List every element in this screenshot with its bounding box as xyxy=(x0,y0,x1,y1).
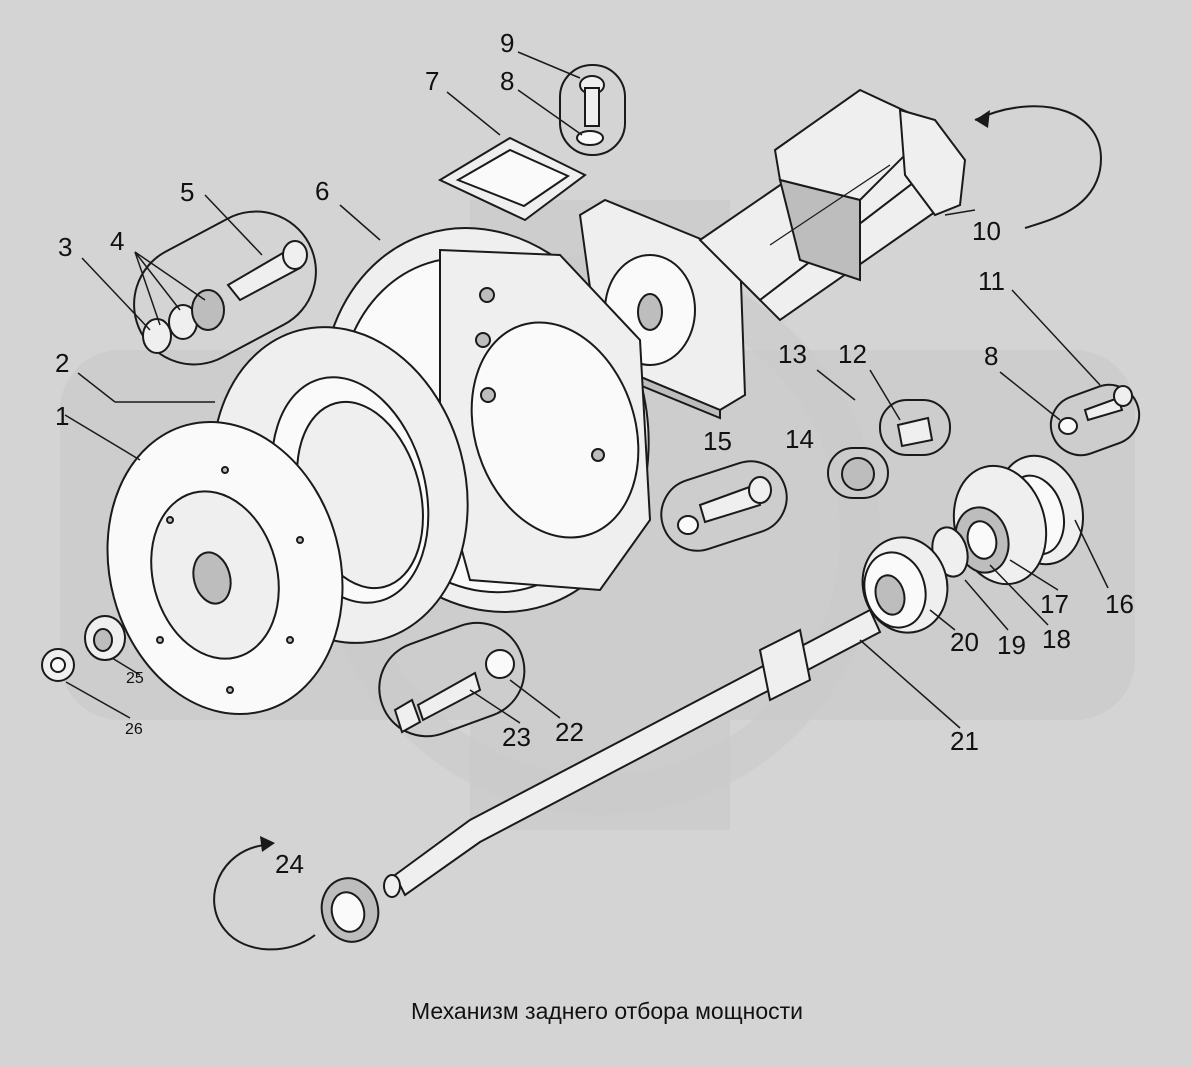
label-12: 12 xyxy=(838,339,867,369)
label-7: 7 xyxy=(425,66,439,96)
rotation-arrow-icon xyxy=(974,105,1102,229)
part-12-fitting xyxy=(879,399,951,456)
label-20: 20 xyxy=(950,627,979,657)
label-25: 25 xyxy=(126,670,144,687)
part-3-5-bolt-washers xyxy=(133,210,317,366)
part-21-shaft xyxy=(383,608,882,898)
label-13: 13 xyxy=(778,339,807,369)
label-8-right: 8 xyxy=(984,341,998,371)
label-1: 1 xyxy=(55,401,69,431)
label-4: 4 xyxy=(110,226,124,256)
label-10: 10 xyxy=(972,216,1001,246)
label-23: 23 xyxy=(502,722,531,752)
part-26-washer xyxy=(41,648,75,682)
label-24: 24 xyxy=(275,849,304,879)
diagram-caption: Механизм заднего отбора мощности xyxy=(411,998,803,1024)
label-15: 15 xyxy=(703,426,732,456)
label-16: 16 xyxy=(1105,589,1134,619)
part-9-bolt-group xyxy=(559,64,626,156)
label-9: 9 xyxy=(500,28,514,58)
part-13-plug xyxy=(827,447,889,499)
label-2: 2 xyxy=(55,348,69,378)
part-11-bolt xyxy=(1049,383,1141,457)
label-18: 18 xyxy=(1042,624,1071,654)
label-6: 6 xyxy=(315,176,329,206)
label-22: 22 xyxy=(555,717,584,747)
rotation-arrow-icon xyxy=(213,836,316,951)
leader-lines xyxy=(64,51,1109,729)
label-3: 3 xyxy=(58,232,72,262)
part-14-15-bolt xyxy=(660,460,788,552)
part-25-nut xyxy=(84,615,126,661)
label-21: 21 xyxy=(950,726,979,756)
part-22-23-bolt xyxy=(378,621,526,738)
label-5: 5 xyxy=(180,177,194,207)
label-8-top: 8 xyxy=(500,66,514,96)
part-labels: 1 2 3 4 5 6 7 8 9 10 11 12 13 8 14 15 16… xyxy=(55,28,1134,879)
part-20-bearing xyxy=(861,536,949,634)
part-1-clutch-disc xyxy=(106,420,344,716)
label-11: 11 xyxy=(978,266,1005,296)
label-14: 14 xyxy=(785,424,814,454)
label-26: 26 xyxy=(125,721,143,738)
label-17: 17 xyxy=(1040,589,1069,619)
part-24-seal xyxy=(320,877,380,943)
label-19: 19 xyxy=(997,630,1026,660)
part-6-flywheel-housing xyxy=(320,227,652,613)
part-7-gasket xyxy=(437,136,587,222)
